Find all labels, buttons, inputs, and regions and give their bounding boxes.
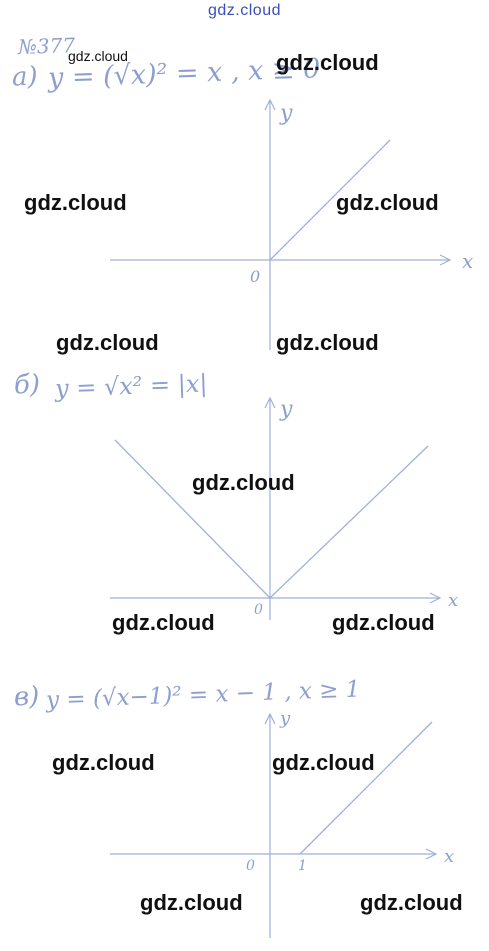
graph-b-x-label: x <box>448 590 458 611</box>
watermark: gdz.cloud <box>140 890 243 915</box>
graph-c-function-line <box>299 721 433 855</box>
watermark: gdz.cloud <box>68 48 128 64</box>
graph-c-y-arrow <box>264 712 276 725</box>
watermark: gdz.cloud <box>272 750 375 775</box>
watermark: gdz.cloud <box>52 750 155 775</box>
watermark: gdz.cloud <box>276 50 379 75</box>
graph-b-x-arrow <box>429 592 442 604</box>
graph-c-x-label: x <box>444 846 454 867</box>
graph-c-y-label: y <box>279 708 291 729</box>
graph-c: x y 0 1 <box>110 708 454 938</box>
watermark: gdz.cloud <box>332 610 435 635</box>
watermark: gdz.cloud <box>192 470 295 495</box>
problem-number: №377 <box>17 33 76 59</box>
graph-a-x-arrow <box>439 254 452 266</box>
graph-a-y-arrow <box>264 98 276 111</box>
graph-c-origin-label: 0 <box>246 858 255 874</box>
graph-b-y-label: y <box>279 397 293 422</box>
graph-b-function-line <box>114 439 429 599</box>
graph-b-y-arrow <box>264 396 276 409</box>
site-logo: gdz.cloud <box>208 2 281 19</box>
graph-a-origin-label: 0 <box>250 267 260 286</box>
watermark: gdz.cloud <box>336 190 439 215</box>
graph-a-function-line <box>269 139 391 261</box>
graph-a-y-label: y <box>279 101 293 126</box>
graph-c-x-arrow <box>425 848 438 860</box>
graph-b: x y 0 <box>110 396 458 620</box>
graph-c-tick-one-label: 1 <box>298 858 307 874</box>
graph-b-origin-label: 0 <box>254 602 263 618</box>
graph-a-x-label: x <box>462 249 473 273</box>
graph-a: x y 0 <box>110 98 473 350</box>
watermark: gdz.cloud <box>360 890 463 915</box>
watermark: gdz.cloud <box>24 190 127 215</box>
watermark: gdz.cloud <box>56 330 159 355</box>
watermark: gdz.cloud <box>112 610 215 635</box>
watermark: gdz.cloud <box>276 330 379 355</box>
